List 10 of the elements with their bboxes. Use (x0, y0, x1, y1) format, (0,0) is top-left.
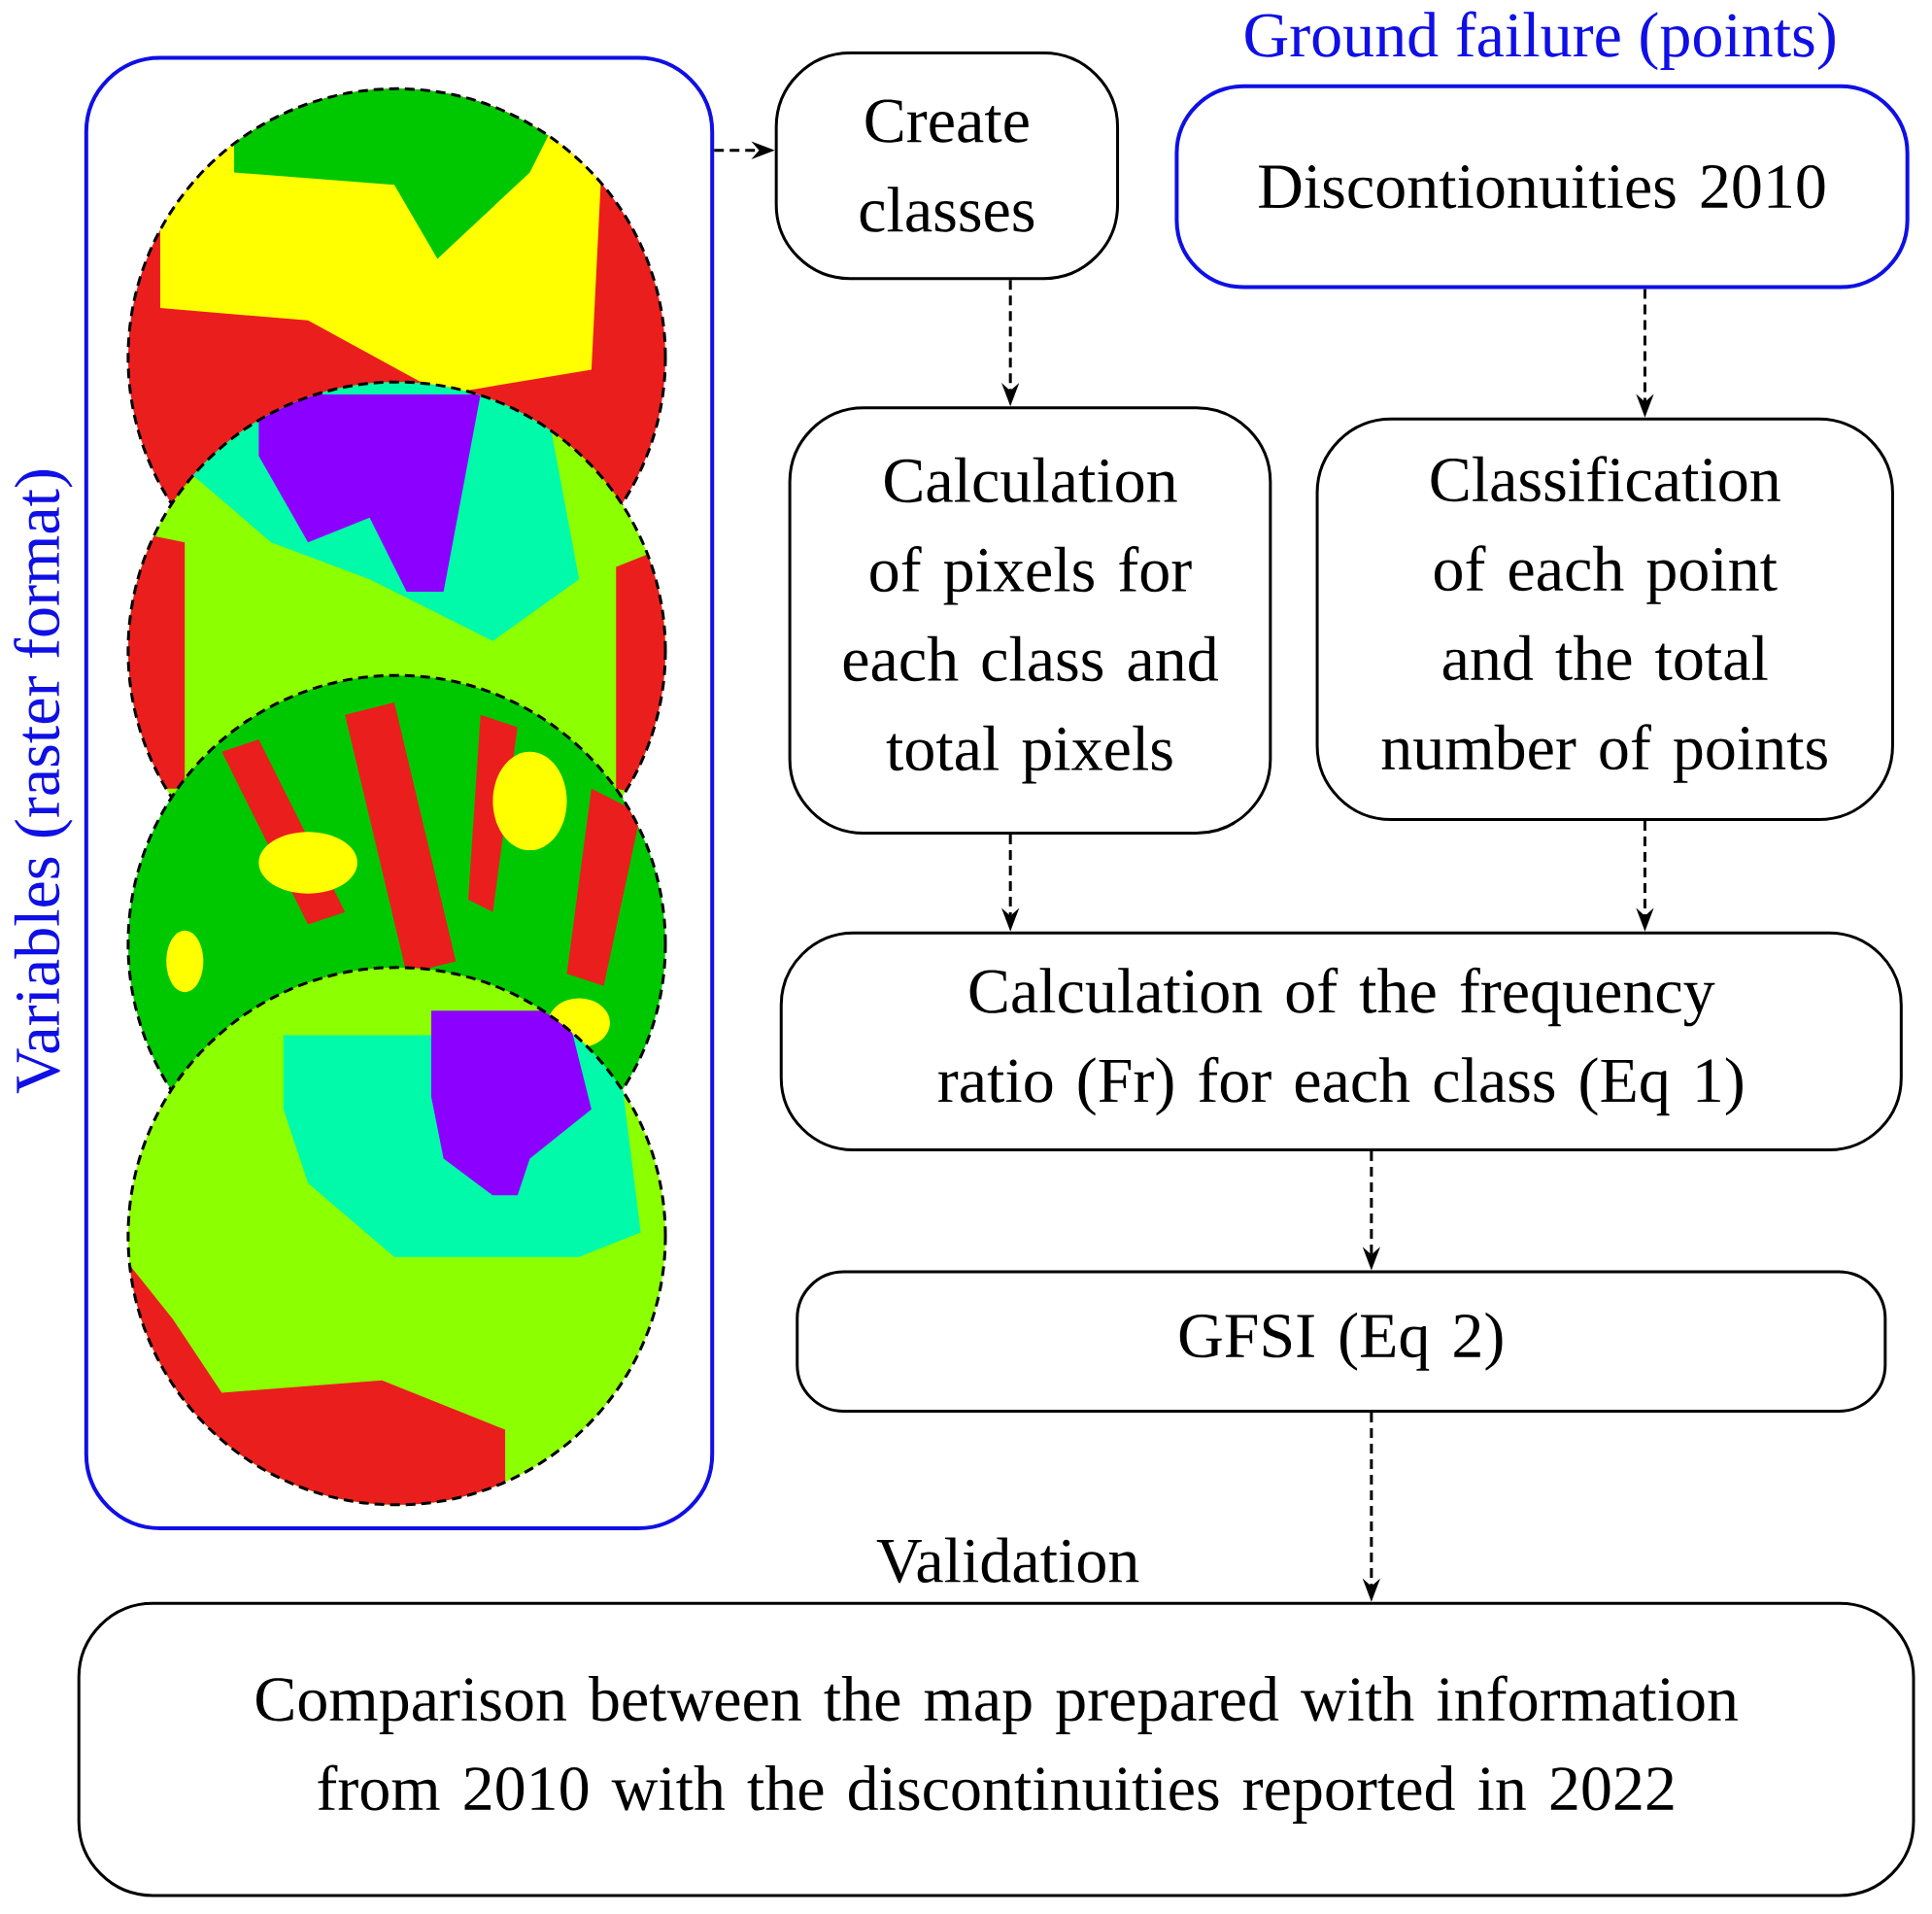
process-box: Calculation of pixels for each class and total pixels (788, 406, 1272, 835)
label: Validation (876, 1537, 1139, 1584)
process-box: Comparison between the map prepared with information from 2010 with the discontinuities reported in 2022 (77, 1601, 1915, 1897)
process-box: Create classes (774, 51, 1120, 281)
heading: Ground failure (points) (1245, 11, 1835, 71)
process-box: Discontionuities 2010 (1174, 84, 1910, 290)
process-box: Calculation of the frequency ratio (Fr) for each class (Eq 1) (779, 931, 1903, 1151)
process-box: GFSI (Eq 2) (796, 1270, 1887, 1413)
process-box: Classification of each point and the total number of points (1315, 417, 1894, 822)
heading: Variables (raster format) (14, 469, 73, 1094)
